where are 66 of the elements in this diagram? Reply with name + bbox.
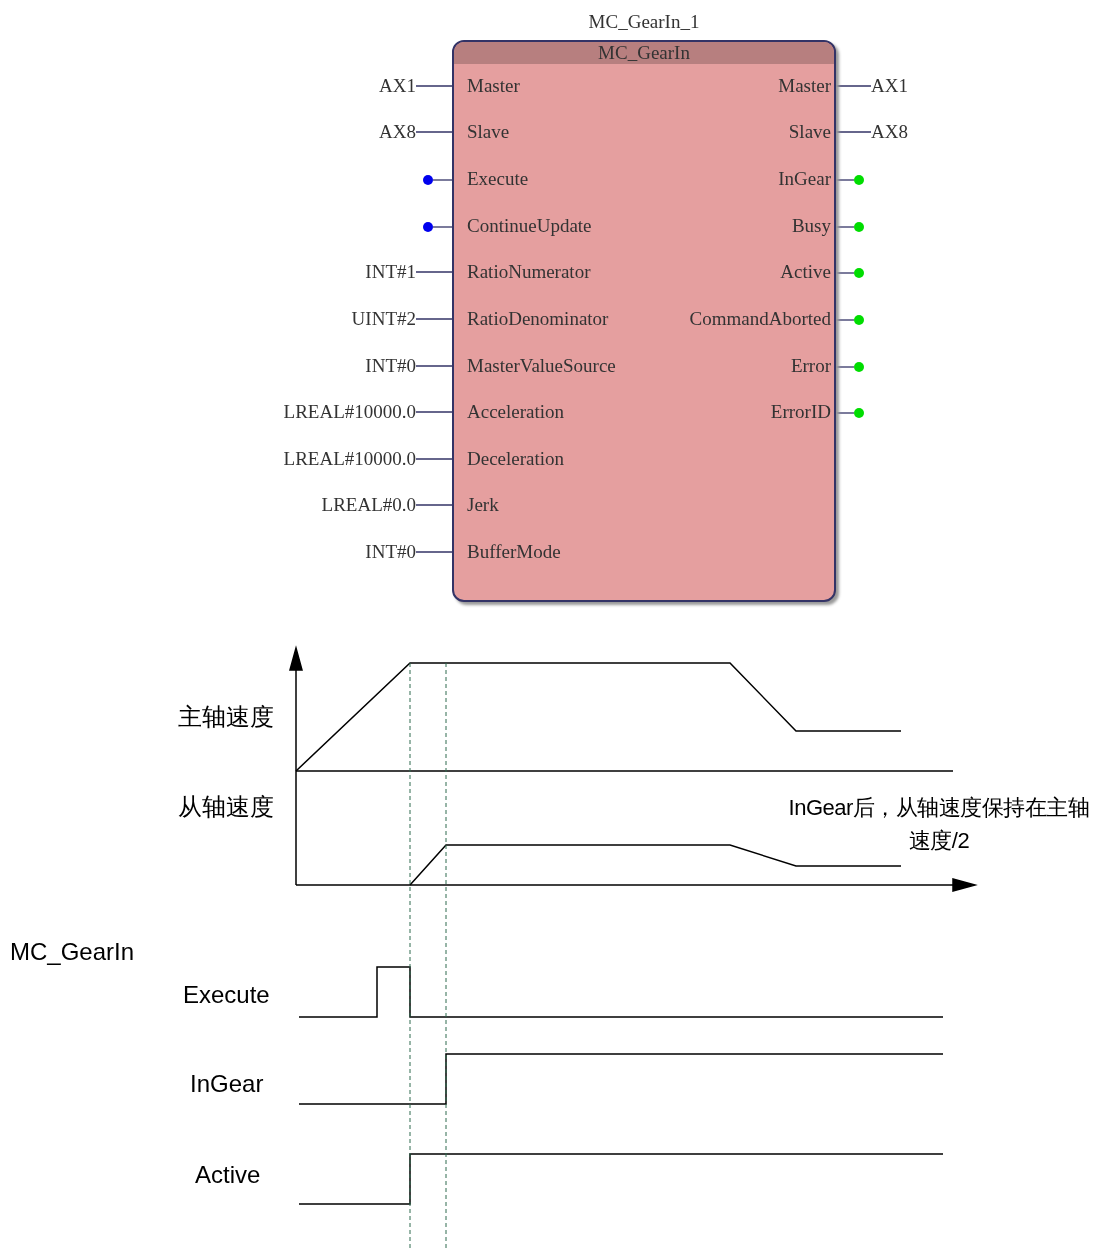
connection-dot <box>854 268 864 278</box>
connector-line <box>432 226 453 228</box>
value-text: AX1 <box>871 75 908 97</box>
signal-name: Active <box>195 1160 261 1190</box>
connector-line <box>835 179 855 181</box>
pin-name: Execute <box>467 168 529 190</box>
pin-name: InGear <box>778 168 831 190</box>
connector-line <box>415 551 453 553</box>
connector-line <box>835 85 872 87</box>
connector-line <box>415 365 453 367</box>
pin-name: Acceleration <box>467 401 565 423</box>
connector-line <box>432 179 453 181</box>
value-text: LREAL#10000.0 <box>283 401 416 423</box>
connector-line <box>835 272 855 274</box>
value-text: UINT#2 <box>351 308 416 330</box>
value-text: INT#0 <box>365 355 416 377</box>
signal-name: Execute <box>183 980 270 1010</box>
value-text: LREAL#0.0 <box>321 494 416 516</box>
pin-name: Jerk <box>467 494 499 516</box>
pin-name: Busy <box>791 215 831 237</box>
value-text: AX8 <box>379 121 416 143</box>
pin-name: Master <box>467 75 520 97</box>
connector-line <box>415 458 453 460</box>
connection-dot <box>423 222 433 232</box>
connection-dot <box>854 175 864 185</box>
connection-dot <box>854 408 864 418</box>
axis-label: 从轴速度 <box>178 792 274 822</box>
signal-name: InGear <box>190 1069 264 1099</box>
connector-line <box>835 412 855 414</box>
connector-line <box>415 85 453 87</box>
connection-dot <box>854 315 864 325</box>
value-text: LREAL#10000.0 <box>283 448 416 470</box>
connector-line <box>415 318 453 320</box>
value-text: INT#1 <box>365 261 416 283</box>
connector-line <box>415 271 453 273</box>
connection-dot <box>854 222 864 232</box>
instance-name: MC_GearIn_1 <box>587 11 701 33</box>
connector-line <box>835 366 855 368</box>
axis-label: 主轴速度 <box>178 702 274 732</box>
pin-name: CommandAborted <box>689 308 831 330</box>
block-type-name: MC_GearIn <box>597 42 691 64</box>
value-text: AX1 <box>379 75 416 97</box>
pin-name: Master <box>778 75 831 97</box>
pin-name: ErrorID <box>770 401 831 423</box>
connector-line <box>415 411 453 413</box>
value-text: AX8 <box>871 121 908 143</box>
value-text: INT#0 <box>365 541 416 563</box>
pin-name: Error <box>790 355 831 377</box>
pin-name: Slave <box>788 121 831 143</box>
connection-dot <box>423 175 433 185</box>
pin-name: Active <box>780 261 831 283</box>
connector-line <box>415 131 453 133</box>
pin-name: RatioNumerator <box>467 261 591 283</box>
connection-dot <box>854 362 864 372</box>
note-text: InGear后，从轴速度保持在主轴速度/2 <box>787 794 1091 855</box>
pin-name: RatioDenominator <box>467 308 609 330</box>
signal-name: MC_GearIn <box>10 937 135 967</box>
pin-name: ContinueUpdate <box>467 215 592 237</box>
connector-line <box>835 319 855 321</box>
connector-line <box>835 131 872 133</box>
pin-name: Slave <box>467 121 510 143</box>
connector-line <box>415 504 453 506</box>
pin-name: MasterValueSource <box>467 355 616 377</box>
connector-line <box>835 226 855 228</box>
pin-name: BufferMode <box>467 541 561 563</box>
pin-name: Deceleration <box>467 448 565 470</box>
